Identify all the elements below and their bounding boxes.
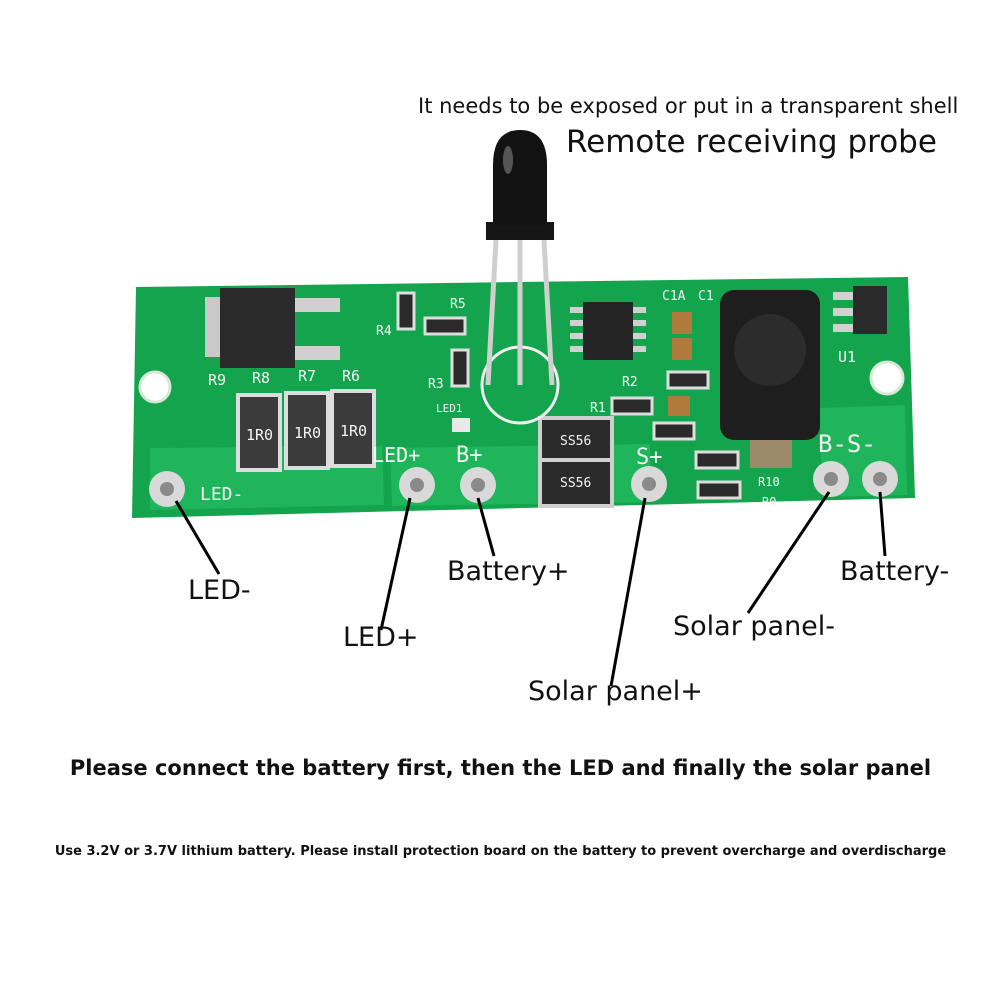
label-battery-minus: Battery- [840, 556, 950, 587]
silk-r6: R6 [342, 367, 360, 385]
switch-button [734, 314, 806, 386]
probe-title: Remote receiving probe [566, 124, 937, 160]
silk-r7: R7 [298, 367, 316, 385]
label-solar-plus: Solar panel+ [528, 676, 703, 707]
leader-led-plus [379, 497, 412, 631]
res-label: 1R0 [246, 426, 273, 444]
label-led-plus: LED+ [343, 622, 419, 653]
res-label: 1R0 [340, 422, 367, 440]
capacitor [672, 312, 692, 334]
silk-r2: R2 [622, 375, 638, 390]
smd-resistor [450, 348, 470, 388]
silk-r5: R5 [450, 297, 466, 312]
capacitor [672, 338, 692, 360]
mounting-hole [869, 360, 905, 396]
diode-ss56 [538, 458, 614, 508]
led1-smd [452, 418, 470, 432]
diode-ss56 [538, 416, 614, 466]
resistor-1r0 [236, 393, 282, 472]
silk-c1: C1 [698, 289, 714, 304]
connection-order-notice: Please connect the battery first, then t… [69, 756, 932, 780]
leader-solar-plus [609, 497, 647, 687]
label-led-minus: LED- [188, 575, 251, 606]
silk-c1a: C1A [662, 289, 686, 304]
mounting-hole [138, 370, 172, 404]
silk-diode: SS56 [560, 434, 591, 449]
resistor-1r0 [330, 389, 376, 468]
exposure-note: It needs to be exposed or put in a trans… [418, 94, 959, 118]
silk-b-plus: B+ [456, 443, 483, 468]
ic-chip [583, 302, 633, 360]
leader-led-minus [174, 500, 221, 575]
silk-led1: LED1 [436, 402, 463, 415]
leader-battery-minus [878, 491, 887, 557]
silk-led-plus: LED+ [372, 443, 420, 467]
silk-r1: R1 [590, 401, 606, 416]
label-battery-plus: Battery+ [447, 556, 570, 587]
capacitor [668, 396, 690, 416]
label-solar-minus: Solar panel- [673, 611, 836, 642]
regulator-u1 [853, 286, 887, 334]
smd-resistor [610, 396, 654, 416]
silk-bs-minus: B-S- [818, 430, 876, 458]
silk-u1: U1 [838, 348, 856, 366]
pad-group [149, 461, 898, 507]
leader-battery-plus [476, 497, 496, 557]
silk-r8: R8 [252, 369, 270, 387]
silk-diode: SS56 [560, 476, 591, 491]
smd-resistor [423, 316, 467, 336]
silk-s-plus: S+ [636, 445, 663, 470]
silk-led-minus: LED- [200, 484, 243, 505]
silk-r3: R3 [428, 377, 444, 392]
mosfet-body [220, 288, 295, 368]
silk-r10: R10 [758, 475, 780, 489]
ir-receiver-body [493, 130, 547, 225]
smd-resistor [652, 421, 696, 441]
smd-resistor [696, 480, 742, 500]
smd-resistor [666, 370, 710, 390]
battery-notice: Use 3.2V or 3.7V lithium battery. Please… [54, 844, 947, 859]
silk-r4: R4 [376, 324, 392, 339]
ir-receiver-base [486, 222, 554, 240]
smd-resistor [694, 450, 740, 470]
resistor-1r0 [284, 391, 330, 470]
smd-resistor [396, 291, 416, 331]
leader-solar-minus [746, 491, 831, 614]
silk-r0: R0 [762, 495, 776, 509]
silk-r9: R9 [208, 371, 226, 389]
res-label: 1R0 [294, 424, 321, 442]
